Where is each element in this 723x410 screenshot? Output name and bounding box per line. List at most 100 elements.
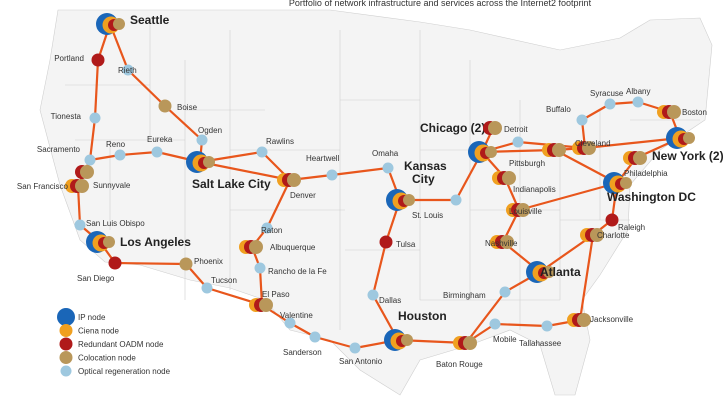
city-label: Valentine (280, 311, 313, 320)
city-atlanta[interactable]: Atlanta (526, 261, 581, 283)
city-newyork[interactable]: New York (2) (652, 127, 723, 163)
oadm-node-icon (108, 256, 122, 270)
regen-node-icon (256, 146, 268, 158)
city-pittsburgh[interactable]: Pittsburgh (509, 143, 566, 168)
city-chicago2[interactable] (483, 121, 502, 135)
city-boise[interactable]: Boise (158, 99, 198, 113)
city-indianapolis[interactable]: Indianapolis (492, 171, 556, 194)
city-houston[interactable]: Houston (384, 309, 447, 351)
city-rieth[interactable]: Rieth (118, 64, 137, 76)
city-louisville[interactable]: Louisville (506, 203, 542, 217)
legend-item-oadm: Redundant OADM node (59, 337, 164, 351)
city-sanderson[interactable]: Sanderson (283, 331, 322, 358)
city-boston[interactable]: Boston (657, 105, 707, 119)
city-label: Boston (682, 108, 707, 117)
city-label: Birmingham (443, 291, 486, 300)
city-ranchodelafe[interactable]: Rancho de la Fe (254, 262, 328, 277)
city-label: Albuquerque (270, 243, 316, 252)
legend-label: Colocation node (78, 354, 136, 363)
city-heartwell[interactable]: Heartwell (306, 154, 340, 181)
route-link-cleveland-newyork (583, 136, 682, 150)
city-washingtondc[interactable]: Washington DC (603, 172, 696, 204)
colo-node-icon (582, 141, 596, 155)
city-detroit[interactable]: Detroit (504, 125, 528, 148)
regen-node-icon (196, 134, 208, 146)
city-birmingham[interactable]: Birmingham (443, 286, 511, 301)
city-syracuse[interactable]: Syracuse (590, 89, 624, 110)
route-link-jacksonville-charlotte (578, 233, 595, 322)
city-saltlake[interactable]: Salt Lake City (186, 151, 271, 191)
city-losangeles[interactable]: Los Angeles (86, 231, 191, 253)
regen-node-icon (349, 342, 361, 354)
city-elpaso[interactable]: El Paso (249, 290, 290, 312)
city-label: St. Louis (412, 211, 443, 220)
city-raleigh[interactable]: Raleigh (605, 213, 646, 233)
city-dallas[interactable]: Dallas (367, 289, 402, 306)
city-label: Albany (626, 87, 650, 96)
colo-node-icon (633, 151, 647, 165)
city-tulsa[interactable]: Tulsa (379, 235, 416, 250)
regen-node-icon (151, 146, 163, 158)
city-raton[interactable]: Raton (261, 222, 282, 236)
city-omaha[interactable]: Omaha (372, 149, 399, 174)
city-label: Rieth (118, 66, 137, 75)
colo-node-icon (577, 313, 591, 327)
city-label: Raleigh (618, 223, 645, 232)
city-tucson[interactable]: Tucson (201, 276, 237, 294)
city-label: Detroit (504, 125, 528, 134)
city-label: Rawlins (266, 137, 294, 146)
route-link-reno-eureka (118, 150, 159, 157)
city-label: San Luis Obispo (86, 219, 145, 228)
oadm-node-icon (379, 235, 393, 249)
route-link-tulsa-dallas (371, 240, 388, 297)
city-sunnyvale[interactable]: Sunnyvale (75, 165, 131, 190)
city-tionesta[interactable]: Tionesta (51, 112, 101, 124)
city-sanantonio[interactable]: San Antonio (339, 342, 383, 367)
city-buffalo[interactable]: Buffalo (546, 105, 588, 126)
city-cleveland[interactable]: Cleveland (572, 139, 611, 155)
legend-label: Optical regeneration node (78, 367, 171, 376)
city-sandiego[interactable]: San Diego (77, 256, 122, 284)
city-label: El Paso (262, 290, 290, 299)
city-ogden[interactable]: Ogden (196, 126, 223, 146)
city-reno[interactable]: Reno (106, 140, 126, 161)
state-borders (65, 20, 700, 330)
regen-node-icon (604, 98, 616, 110)
colo-node-icon (179, 257, 193, 271)
city-portland[interactable]: Portland (54, 53, 105, 67)
city-tallahassee[interactable]: Tallahassee (519, 320, 562, 349)
regen-node-icon (489, 318, 501, 330)
city-valentine[interactable]: Valentine (280, 311, 313, 329)
city-jacksonville[interactable]: Jacksonville (567, 313, 634, 327)
colo-node-icon (75, 179, 89, 193)
city-nashville[interactable]: Nashville (485, 235, 518, 249)
city-sanfrancisco[interactable]: San Francisco (17, 179, 89, 193)
city-label: Chicago (2) (420, 121, 485, 135)
regen-node-icon (450, 194, 462, 206)
city-sanluisobispo[interactable]: San Luis Obispo (74, 219, 146, 231)
oadm-swatch-icon (59, 337, 73, 351)
city-philadelphia[interactable]: Philadelphia (623, 151, 668, 178)
city-label: Indianapolis (513, 185, 556, 194)
city-label: Buffalo (546, 105, 571, 114)
city-phoenix[interactable]: Phoenix (179, 257, 223, 271)
city-label: Philadelphia (624, 169, 668, 178)
city-albany[interactable]: Albany (626, 87, 650, 108)
city-mobile[interactable]: Mobile (489, 318, 518, 345)
city-chicago[interactable]: Chicago (2) (420, 121, 497, 163)
map-title: Portfolio of network infrastructure and … (289, 0, 592, 8)
city-sacramento[interactable]: Sacramento (37, 145, 96, 166)
legend-label: Ciena node (78, 327, 119, 336)
city-batonrouge[interactable]: Baton Rouge (436, 336, 483, 369)
city-albuquerque[interactable]: Albuquerque (239, 240, 316, 254)
city-seattle[interactable]: Seattle (96, 13, 170, 35)
city-charlotte[interactable]: Charlotte (580, 228, 630, 242)
city-rawlins[interactable]: Rawlins (256, 137, 295, 158)
city-denver[interactable]: Denver (277, 173, 316, 200)
city-label: Salt Lake City (192, 177, 271, 191)
city-stlouis[interactable]: St. Louis (412, 194, 462, 221)
city-eureka[interactable]: Eureka (147, 135, 173, 158)
